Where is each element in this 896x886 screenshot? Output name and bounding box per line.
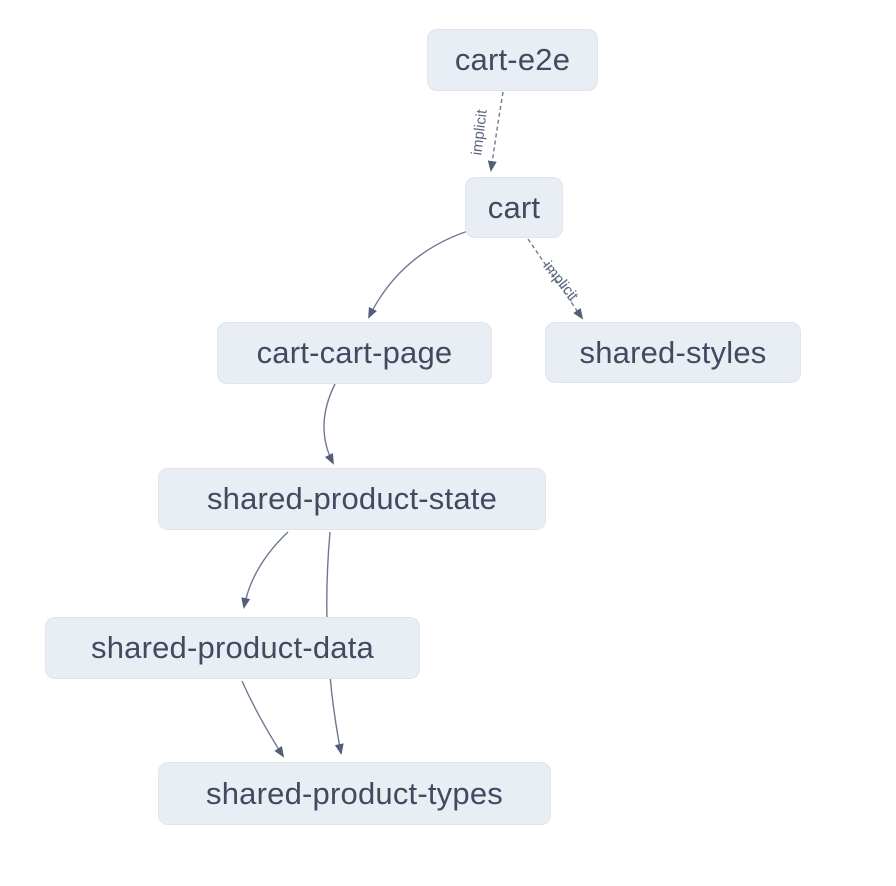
node-label: shared-product-types bbox=[206, 775, 503, 811]
edge-cart-to-shared-styles[interactable] bbox=[527, 238, 584, 320]
node-shared-product-data[interactable]: shared-product-data bbox=[45, 617, 420, 679]
edge-label-implicit-shared-styles: implicit bbox=[539, 258, 582, 305]
edge-shared-product-data-to-shared-product-types[interactable] bbox=[241, 680, 285, 758]
edge-cart-cart-page-to-shared-product-state[interactable] bbox=[323, 383, 336, 465]
node-label: shared-product-data bbox=[91, 630, 374, 665]
node-label: cart-cart-page bbox=[256, 335, 453, 370]
node-label: cart-e2e bbox=[454, 42, 571, 77]
edge-cart-to-cart-cart-page[interactable] bbox=[368, 230, 469, 319]
node-cart-e2e[interactable]: cart-e2e bbox=[427, 29, 598, 91]
edge-cart-e2e-to-cart[interactable] bbox=[487, 91, 504, 172]
node-cart[interactable]: cart bbox=[465, 177, 563, 238]
node-shared-product-state[interactable]: shared-product-state bbox=[158, 468, 546, 530]
edge-shared-product-state-to-shared-product-data[interactable] bbox=[241, 531, 289, 609]
node-cart-cart-page[interactable]: cart-cart-page bbox=[217, 322, 492, 384]
node-shared-styles[interactable]: shared-styles bbox=[545, 322, 801, 383]
node-label: shared-product-state bbox=[206, 481, 498, 516]
edge-label-implicit-cart-e2e: implicit bbox=[468, 108, 491, 156]
node-label: cart bbox=[487, 189, 541, 225]
node-shared-product-types[interactable]: shared-product-types bbox=[158, 762, 551, 825]
node-label: shared-styles bbox=[579, 334, 767, 370]
